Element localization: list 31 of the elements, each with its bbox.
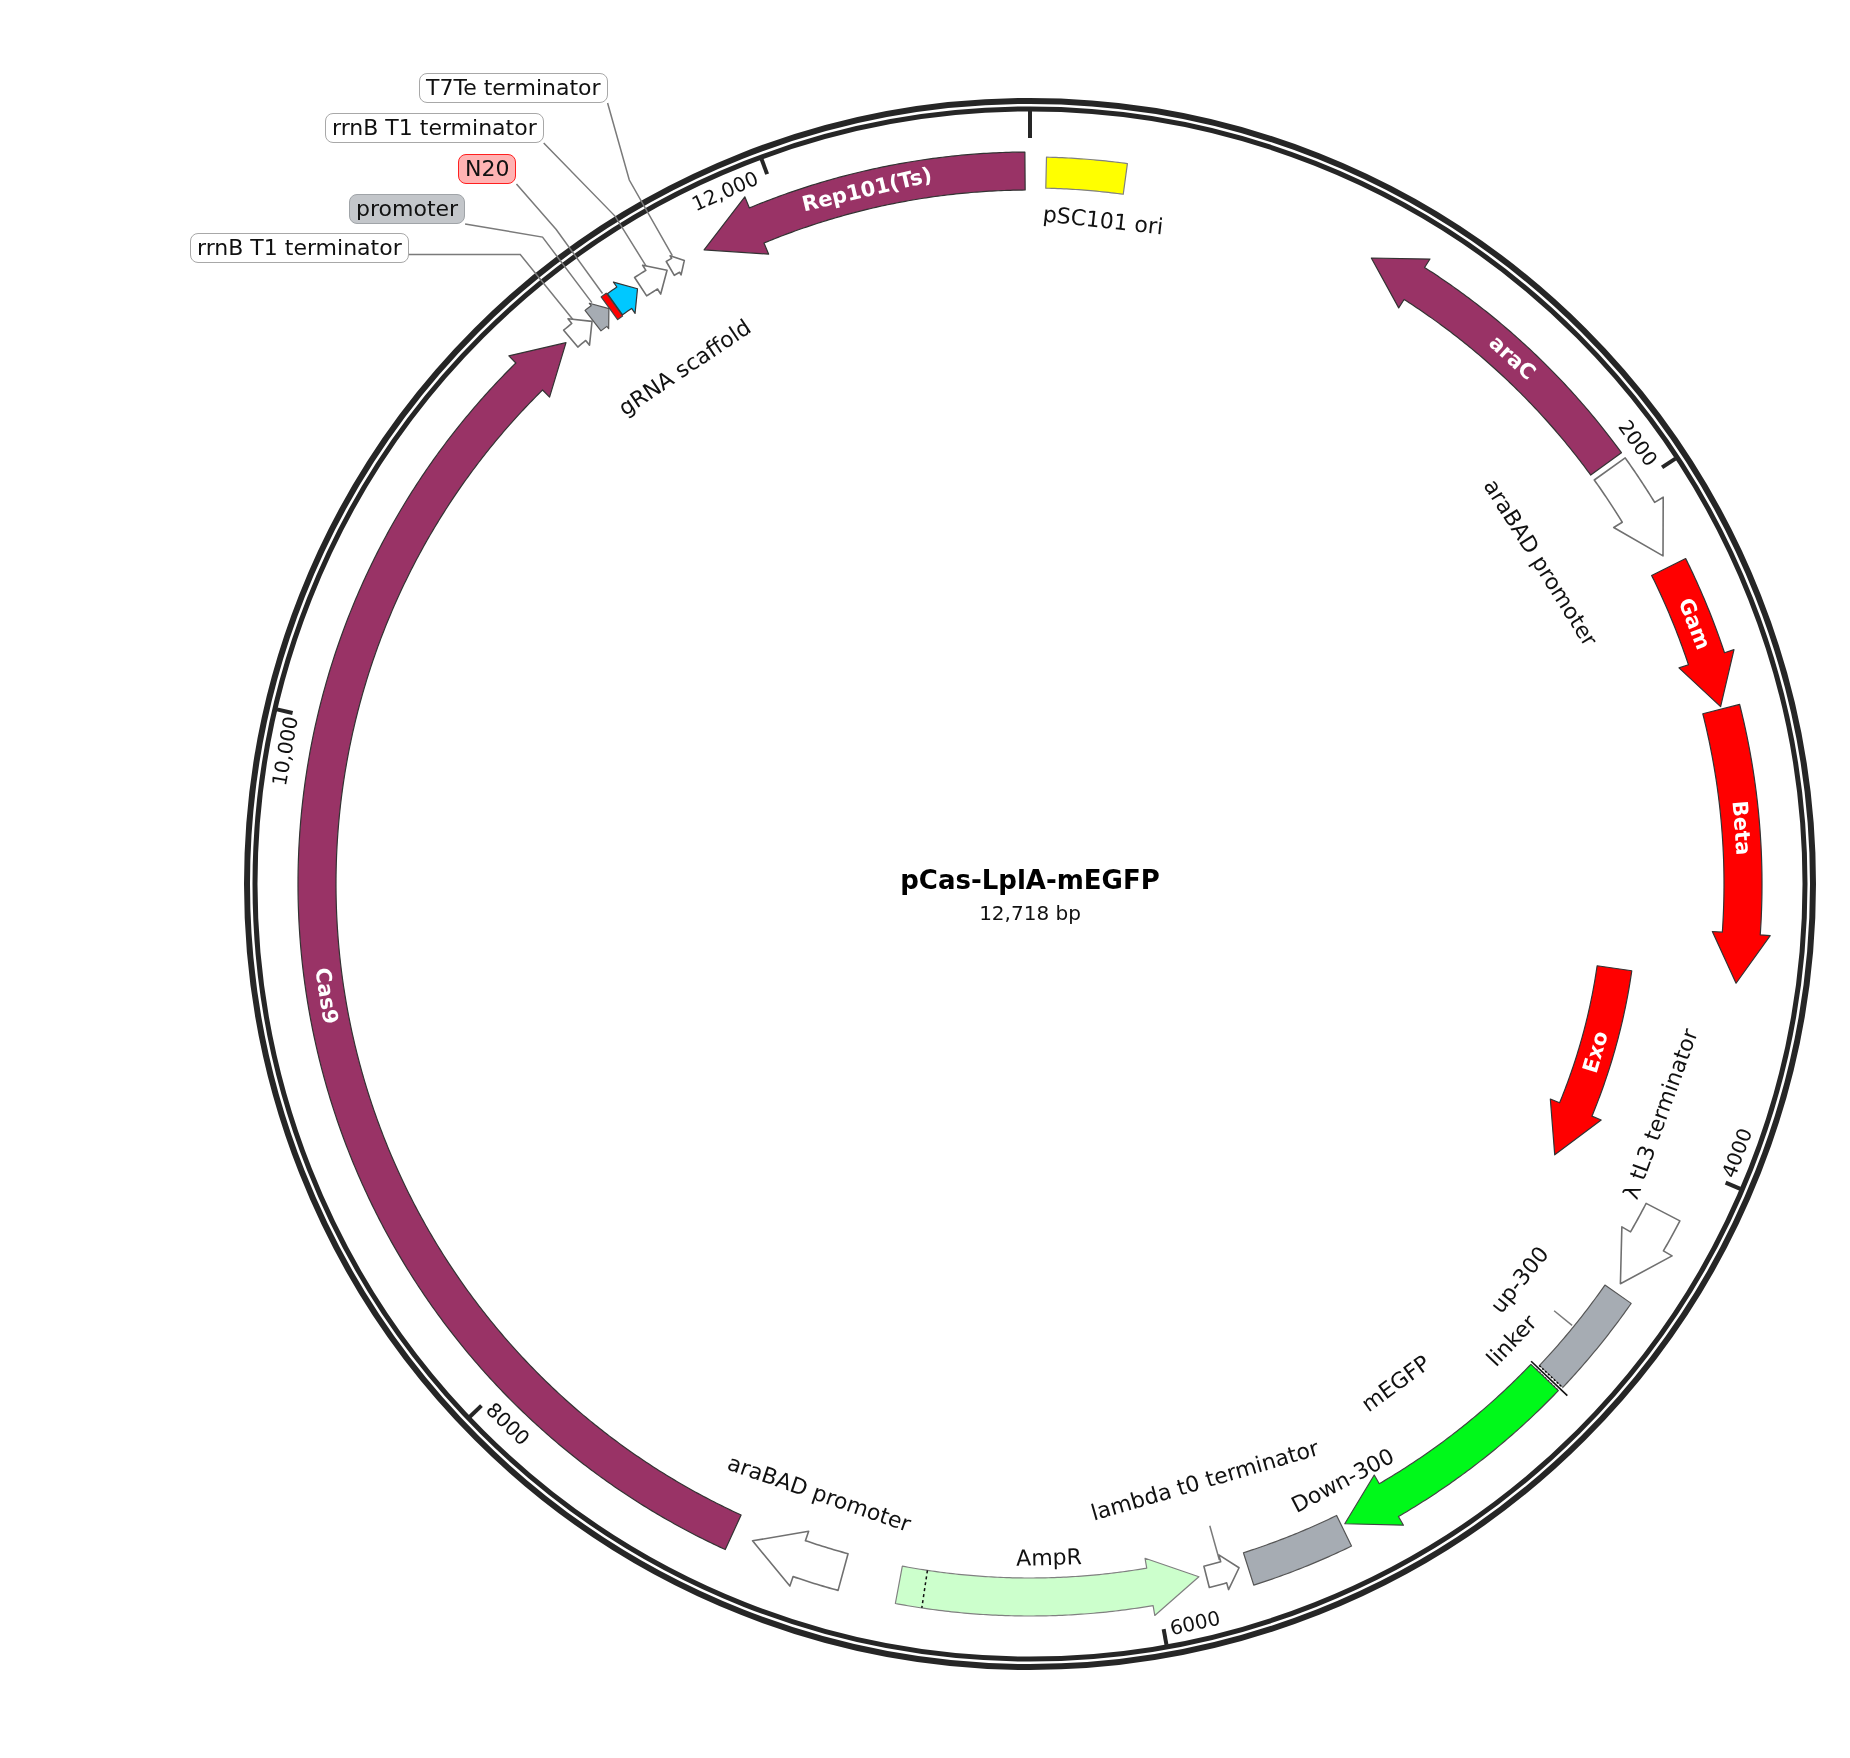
feature-label: AmpR [1015, 1544, 1082, 1571]
leader-line [407, 253, 574, 321]
feature-block [606, 281, 639, 316]
feature-block: Exo [1549, 964, 1633, 1156]
feature-tag: T7Te terminator [419, 73, 608, 103]
leader-line [515, 183, 604, 295]
feature-block [584, 302, 610, 332]
outline-feature [751, 1530, 850, 1592]
leader-line [1209, 1524, 1221, 1561]
feature-segment [1242, 1514, 1353, 1587]
leader-line [1553, 1309, 1573, 1327]
outline-feature [633, 264, 669, 297]
leader-line [464, 223, 593, 304]
feature-tag: rrnB T1 terminator [325, 113, 544, 143]
outline-feature [1202, 1553, 1241, 1591]
feature-tag: N20 [458, 154, 517, 184]
outline-feature [562, 317, 594, 349]
plasmid-name: pCas-LplA-mEGFP [900, 865, 1160, 895]
feature-segment [1044, 156, 1129, 196]
outline-feature [665, 254, 686, 277]
outline-feature [1619, 1202, 1681, 1285]
feature-tag: rrnB T1 terminator [190, 233, 409, 263]
feature-block: Beta [1701, 703, 1772, 985]
plasmid-size: 12,718 bp [979, 902, 1081, 924]
feature-block: Gam [1650, 557, 1735, 708]
leader-line [606, 102, 674, 257]
feature-tag: promoter [349, 194, 466, 224]
tick-label: 6000 [1167, 1606, 1222, 1640]
tick-label: 4000 [1718, 1125, 1757, 1182]
feature-label: pSC101 ori [1041, 202, 1165, 240]
feature-segment [600, 292, 624, 321]
